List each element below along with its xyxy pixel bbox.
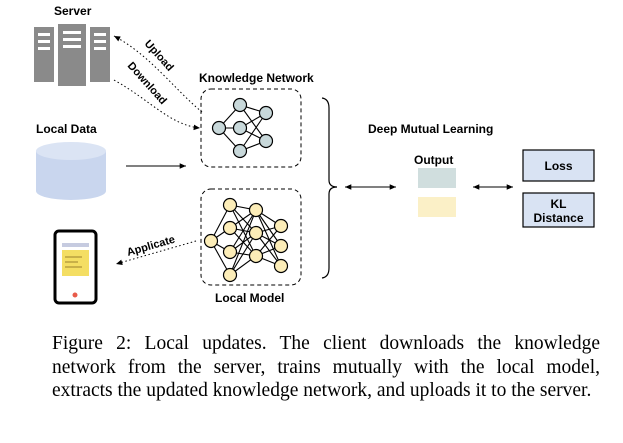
network-edge xyxy=(255,209,282,247)
figure-diagram: Server Upload Download Knowledge Network… xyxy=(34,4,595,305)
deep-mutual-learning-label: Deep Mutual Learning xyxy=(368,122,493,136)
local-model-node xyxy=(273,238,289,254)
local-model-node xyxy=(203,233,219,249)
network-edge xyxy=(229,209,257,253)
local-model-node xyxy=(222,267,238,283)
database-icon xyxy=(36,142,106,200)
upload-label: Upload xyxy=(142,38,176,74)
knowledge-network-node xyxy=(258,133,274,149)
knowledge-network-node xyxy=(232,120,248,136)
knowledge-network-node xyxy=(211,120,227,136)
local-model-graph xyxy=(203,197,289,283)
smartphone-icon xyxy=(53,229,98,305)
local-model-node xyxy=(248,248,264,264)
kl-label-line2: Distance xyxy=(533,211,583,225)
network-edge xyxy=(239,104,267,142)
applicate-arrow xyxy=(115,240,197,265)
network-edge xyxy=(239,112,267,152)
server-icon xyxy=(34,24,110,86)
output-block-top xyxy=(418,168,456,188)
local-model-node xyxy=(248,202,264,218)
kl-distance-box xyxy=(522,192,595,228)
knowledge-network-node xyxy=(232,97,248,113)
knowledge-network-graph xyxy=(211,97,274,159)
upload-arrow xyxy=(113,35,203,113)
local-model-node xyxy=(222,244,238,260)
local-model-node xyxy=(222,197,238,213)
local-model-node xyxy=(222,220,238,236)
local-model-label: Local Model xyxy=(215,291,284,305)
knowledge-network-node xyxy=(258,105,274,121)
network-edge xyxy=(255,209,282,267)
local-model-node xyxy=(273,258,289,274)
loss-label: Loss xyxy=(544,159,572,173)
output-label: Output xyxy=(414,153,453,167)
server-label: Server xyxy=(54,4,92,18)
local-data-label: Local Data xyxy=(36,122,97,136)
output-block-bottom xyxy=(418,197,456,217)
network-edge xyxy=(229,209,257,276)
network-edge xyxy=(229,232,257,276)
local-model-node xyxy=(273,218,289,234)
local-model-box xyxy=(200,188,302,286)
knowledge-network-node xyxy=(232,143,248,159)
figure-caption: Figure 2: Local updates. The client down… xyxy=(52,333,600,402)
local-model-node xyxy=(248,225,264,241)
download-arrow xyxy=(113,79,201,131)
brace xyxy=(321,97,338,279)
loss-box xyxy=(522,149,595,182)
kl-label-line1: KL xyxy=(551,197,567,211)
applicate-label: Applicate xyxy=(126,234,177,259)
knowledge-network-label: Knowledge Network xyxy=(199,71,314,85)
